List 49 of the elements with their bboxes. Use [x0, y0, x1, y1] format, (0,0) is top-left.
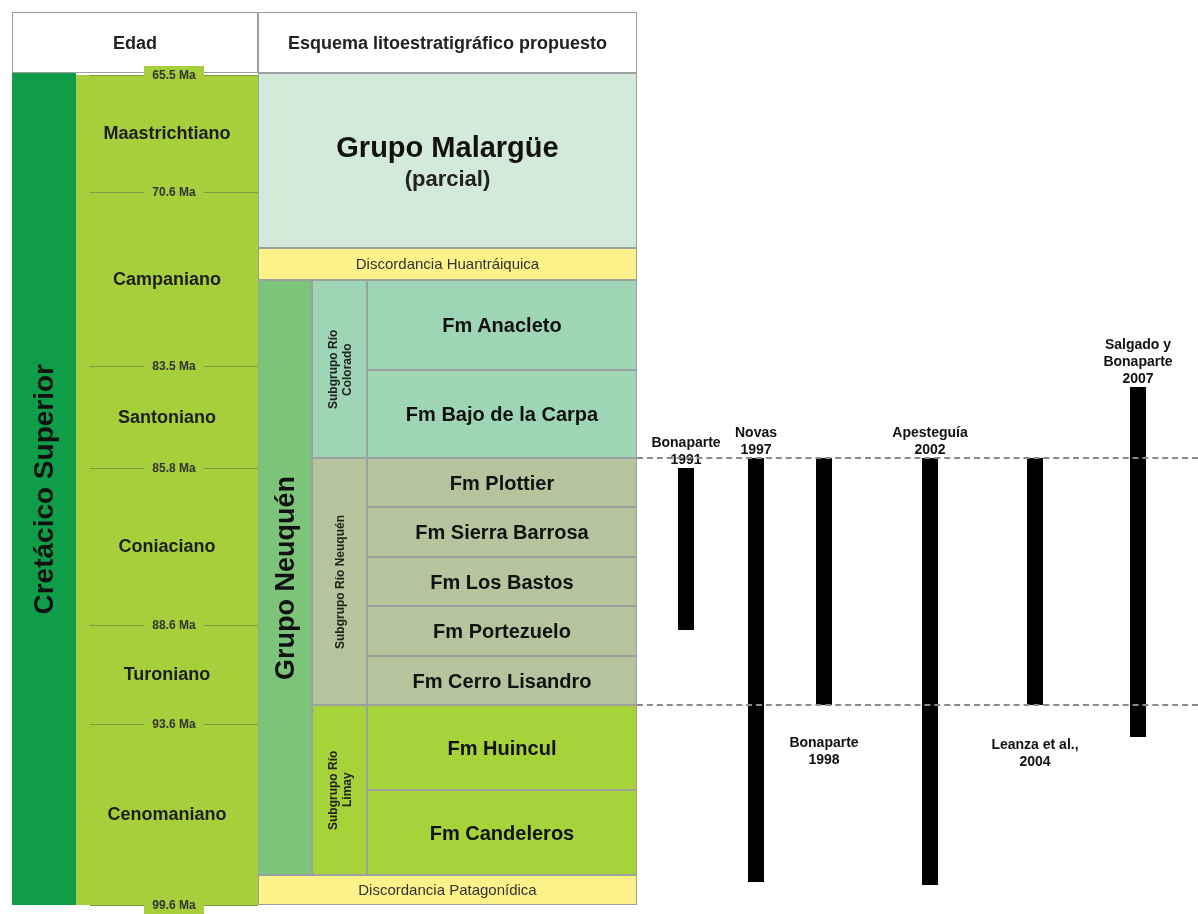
author-label: Bonaparte 1998: [788, 734, 860, 768]
unconformity-band: [258, 875, 637, 905]
stage-name: Coniaciano: [118, 535, 216, 558]
formation-name: Fm Cerro Lisandro: [411, 668, 593, 694]
stage-name: Turoniano: [123, 663, 211, 686]
unconformity-name: Discordancia Patagonídica: [358, 879, 537, 900]
author-label: Leanza et al., 2004: [990, 736, 1080, 770]
formation-name: Fm Portezuelo: [432, 619, 572, 644]
formation-cell: [367, 507, 637, 557]
formation-cell: [367, 656, 637, 705]
subgroup-name: Subgrupo Río Colorado: [325, 328, 354, 411]
subgroup-cell: [312, 705, 367, 875]
stage-name: Santoniano: [118, 405, 216, 429]
group-note: (parcial): [404, 164, 491, 193]
formation-cell: [367, 370, 637, 458]
formation-name: Fm Huincul: [446, 735, 558, 761]
group-name: Grupo Neuquén: [268, 475, 301, 680]
period-cell: [12, 73, 76, 905]
formation-cell: [367, 280, 637, 370]
author-label: Salgado y Bonaparte 2007: [1102, 336, 1174, 387]
stage-name: Cenomaniano: [107, 803, 227, 826]
formation-cell: [367, 606, 637, 656]
stage-name: Campaniano: [113, 267, 221, 291]
unconformity-band: [258, 248, 637, 280]
subgroup-cell: [312, 280, 367, 458]
group-cell: [258, 73, 637, 248]
formation-name: Fm Plottier: [448, 470, 556, 496]
period-name: Cretácico Superior: [27, 363, 60, 615]
author-label: Novas 1997: [734, 424, 778, 458]
group-name: Grupo Malargüe: [336, 129, 559, 165]
formation-name: Fm Bajo de la Carpa: [404, 402, 600, 427]
formation-name: Fm Anacleto: [441, 313, 563, 338]
formation-cell: [367, 705, 637, 790]
formation-cell: [367, 458, 637, 507]
subgroup-name: Subgrupo Río Limay: [325, 750, 354, 830]
formation-name: Fm Sierra Barrosa: [414, 520, 590, 545]
stage-name: Maastrichtiano: [103, 122, 231, 145]
author-label: Apesteguía 2002: [891, 424, 969, 458]
group-cell: [258, 280, 312, 875]
formation-name: Fm Candeleros: [428, 820, 576, 846]
header-text: Esquema litoestratigráfico propuesto: [286, 32, 609, 53]
unconformity-name: Discordancia Huantráiquica: [355, 253, 540, 274]
formation-name: Fm Los Bastos: [429, 569, 575, 595]
formation-cell: [367, 557, 637, 606]
header-text: Edad: [112, 32, 158, 53]
subgroup-name: Subgrupo Río Neuquén: [332, 514, 347, 649]
subgroup-cell: [312, 458, 367, 705]
column-header: [258, 12, 637, 73]
formation-cell: [367, 790, 637, 875]
